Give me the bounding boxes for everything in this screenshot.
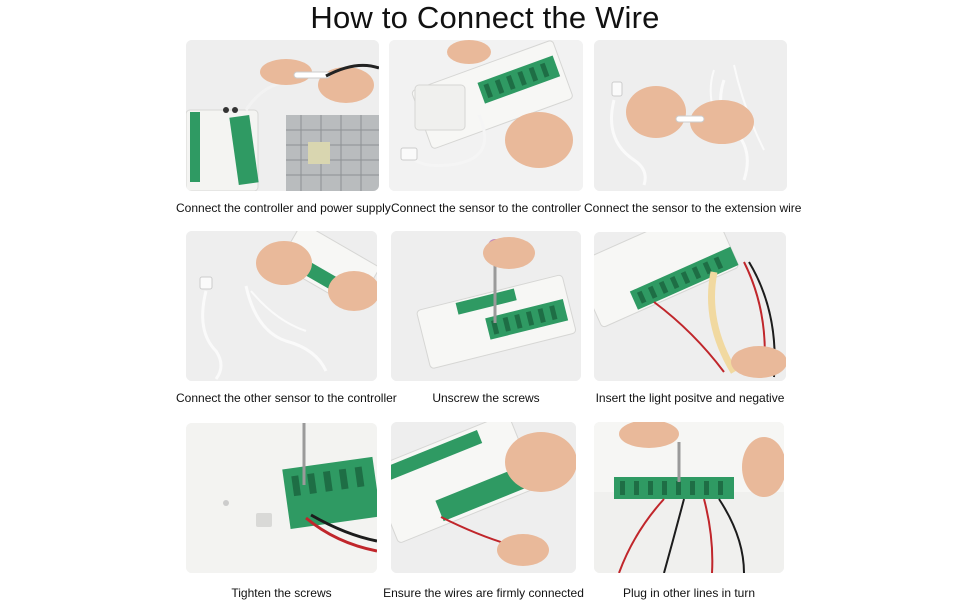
step-9-photo (594, 422, 784, 573)
step-2-photo (389, 40, 583, 191)
step-6-photo (594, 232, 786, 381)
step-5-photo (391, 231, 581, 381)
step-2-caption: Connect the sensor to the controller (390, 201, 582, 215)
sensor-to-extension-wire-illustration (594, 40, 787, 191)
step-8-photo (391, 422, 576, 573)
step-7-photo (186, 423, 377, 573)
step-3-photo (594, 40, 787, 191)
plug-other-lines-illustration (594, 422, 784, 573)
controller-and-power-supply-illustration (186, 40, 379, 191)
sensor-to-controller-illustration (389, 40, 583, 191)
step-8-caption: Ensure the wires are firmly connected (383, 586, 584, 600)
firmly-connected-wires-illustration (391, 422, 576, 573)
step-1-photo (186, 40, 379, 191)
step-7-caption: Tighten the screws (231, 586, 332, 600)
step-1-caption: Connect the controller and power supply (176, 201, 391, 215)
other-sensor-to-controller-illustration (186, 231, 377, 381)
step-5-caption: Unscrew the screws (432, 391, 540, 405)
step-3-caption: Connect the sensor to the extension wire (584, 201, 802, 215)
unscrew-screws-illustration (391, 231, 581, 381)
step-9-caption: Plug in other lines in turn (622, 586, 756, 600)
page-title: How to Connect the Wire (310, 0, 660, 35)
step-4-caption: Connect the other sensor to the controll… (176, 391, 397, 405)
tighten-screws-illustration (186, 423, 377, 573)
step-6-caption: Insert the light positve and negative (595, 391, 785, 405)
step-4-photo (186, 231, 377, 381)
insert-light-wires-illustration (594, 232, 786, 381)
